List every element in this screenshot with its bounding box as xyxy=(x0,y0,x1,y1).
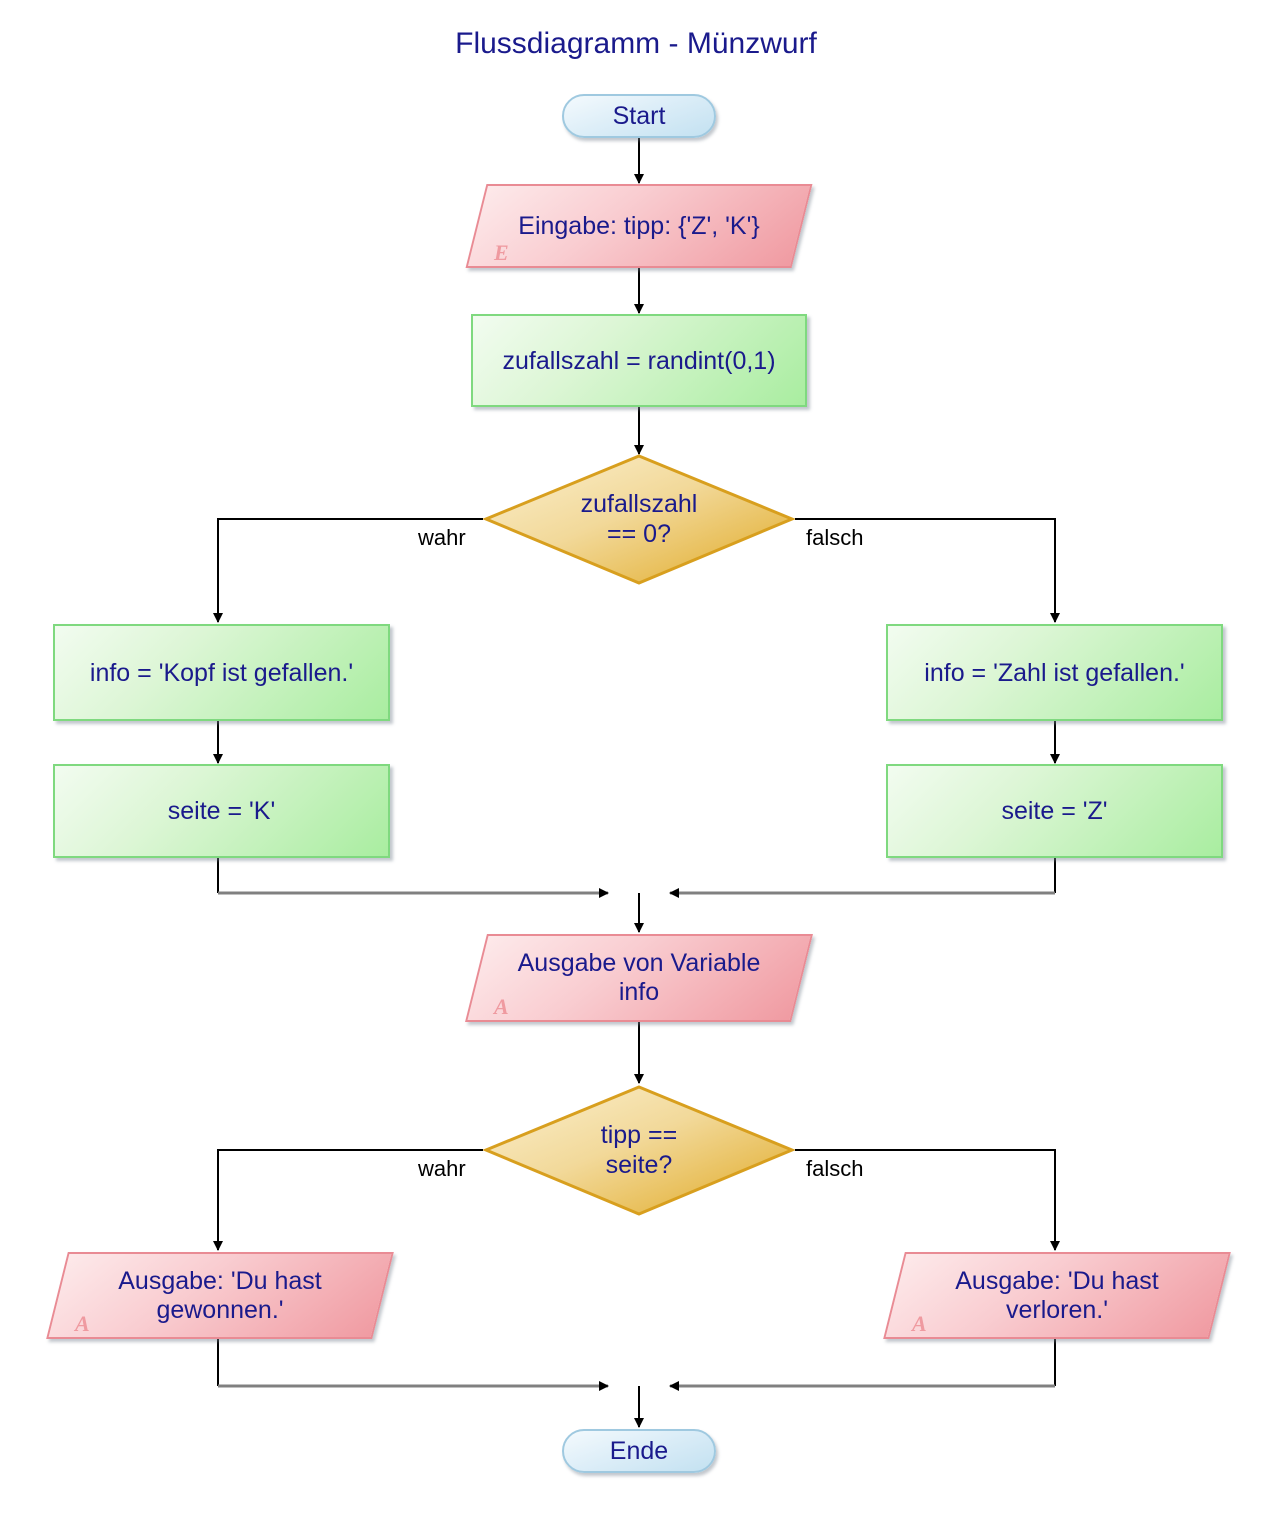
output-lose-line2: verloren.' xyxy=(1005,1295,1109,1324)
io-marker-ausgabe-lose: A xyxy=(912,1311,927,1336)
node-output-win-label: Ausgabe: 'Du hast gewonnen.' xyxy=(57,1252,383,1339)
io-marker-ausgabe-info: A xyxy=(494,994,509,1019)
node-end-label: Ende xyxy=(609,1437,669,1465)
node-decision-tipp-seite[interactable]: tipp == seite? xyxy=(483,1084,795,1217)
node-randint[interactable]: zufallszahl = randint(0,1) xyxy=(471,314,807,407)
node-output-info-label: Ausgabe von Variable info xyxy=(476,934,802,1022)
node-start[interactable]: Start xyxy=(562,94,716,138)
merge-connector-1 xyxy=(218,888,1055,933)
node-input-tipp[interactable]: Eingabe: tipp: {'Z', 'K'} E xyxy=(465,184,813,268)
merge-connector-2 xyxy=(218,1381,1055,1428)
output-info-line1: Ausgabe von Variable xyxy=(517,949,761,978)
decision-diamond xyxy=(483,454,795,585)
node-info-kopf-label: info = 'Kopf ist gefallen.' xyxy=(89,658,354,687)
node-randint-label: zufallszahl = randint(0,1) xyxy=(502,346,776,375)
branch-label-d2-false: falsch xyxy=(806,1156,864,1181)
io-marker-eingabe: E xyxy=(494,240,509,265)
branch-label-d1-true: wahr xyxy=(418,525,466,550)
node-info-kopf[interactable]: info = 'Kopf ist gefallen.' xyxy=(53,624,390,721)
node-decision-zufallszahl-label: zufallszahl == 0? xyxy=(483,453,795,586)
output-win-line2: gewonnen.' xyxy=(156,1295,284,1324)
node-output-lose-label: Ausgabe: 'Du hast verloren.' xyxy=(894,1252,1220,1339)
io-marker-ausgabe-win: A xyxy=(75,1311,90,1336)
node-start-label: Start xyxy=(612,102,666,130)
node-output-lose[interactable]: Ausgabe: 'Du hast verloren.' A xyxy=(883,1252,1231,1339)
decision1-line1: zufallszahl xyxy=(580,490,698,518)
node-end[interactable]: Ende xyxy=(562,1429,716,1473)
node-decision-tipp-seite-label: tipp == seite? xyxy=(483,1084,795,1217)
node-seite-k[interactable]: seite = 'K' xyxy=(53,764,390,858)
node-decision-zufallszahl[interactable]: zufallszahl == 0? xyxy=(483,453,795,586)
page-title: Flussdiagramm - Münzwurf xyxy=(455,27,817,60)
branch-label-d2-true: wahr xyxy=(418,1156,466,1181)
node-seite-k-label: seite = 'K' xyxy=(167,797,276,825)
node-seite-z-label: seite = 'Z' xyxy=(1001,797,1108,825)
node-seite-z[interactable]: seite = 'Z' xyxy=(886,764,1223,858)
decision2-line1: tipp == xyxy=(600,1121,678,1149)
decision-diamond xyxy=(483,1085,795,1216)
node-input-tipp-label: Eingabe: tipp: {'Z', 'K'} xyxy=(518,211,760,240)
branch-label-d1-false: falsch xyxy=(806,525,864,550)
output-info-line2: info xyxy=(618,978,660,1006)
decision1-line2: == 0? xyxy=(607,519,671,548)
node-info-zahl-label: info = 'Zahl ist gefallen.' xyxy=(924,658,1185,687)
node-output-win[interactable]: Ausgabe: 'Du hast gewonnen.' A xyxy=(46,1252,394,1339)
output-lose-line1: Ausgabe: 'Du hast xyxy=(955,1266,1159,1295)
node-info-zahl[interactable]: info = 'Zahl ist gefallen.' xyxy=(886,624,1223,721)
output-win-line1: Ausgabe: 'Du hast xyxy=(118,1266,322,1295)
decision2-line2: seite? xyxy=(605,1150,673,1179)
node-output-info[interactable]: Ausgabe von Variable info A xyxy=(465,934,813,1022)
